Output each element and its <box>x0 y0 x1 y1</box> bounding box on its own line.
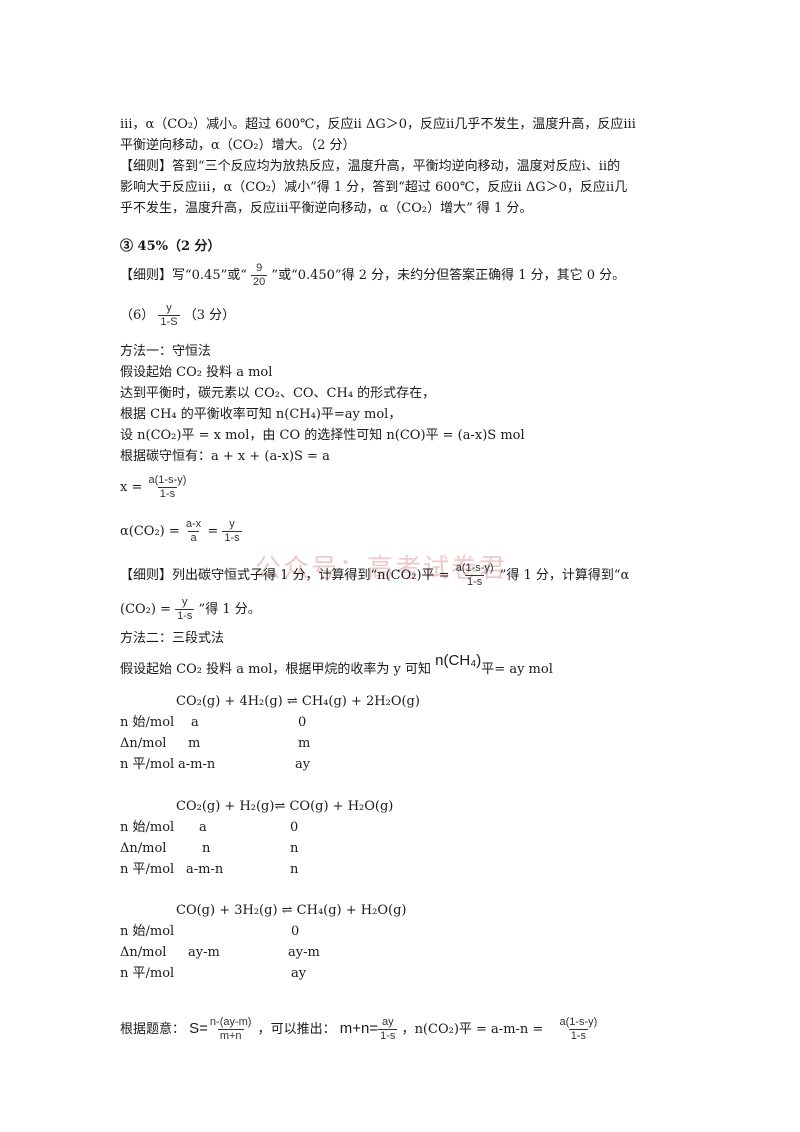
text: ，n(CO₂)平 = a-m-n = <box>401 1022 544 1037</box>
reaction-equation-1: CO₂(g) + 4H₂(g) ⇌ CH₄(g) + 2H₂O(g) <box>176 694 420 709</box>
method-title: 方法二：三段式法 <box>120 631 225 646</box>
equation-x: x = a(1-s-y)1-s <box>120 474 188 501</box>
rubric-text: ”得 1 分。 <box>198 602 261 617</box>
fraction: n-(ay-m)m+n <box>209 1016 252 1042</box>
text-line: 假设起始 CO₂ 投料 a mol，根据甲烷的收率为 y 可知 n(CH₄)平=… <box>120 652 553 679</box>
method-title: 方法一：守恒法 <box>120 344 212 359</box>
text-line: 影响大于反应ⅲ，α（CO₂）减小”得 1 分，答到“超过 600℃，反应ⅱ ΔG… <box>120 180 628 195</box>
row-label: n 平/mol <box>120 966 175 981</box>
row-label: Δn/mol <box>120 736 167 751</box>
cell: ay-m <box>188 945 220 960</box>
equation-text: α(CO₂) = <box>120 524 180 539</box>
rubric-text: 【细则】列出碳守恒式子得 1 分，计算得到“n(CO₂)平 = <box>120 568 450 583</box>
cell: ay <box>295 757 311 772</box>
text-line: 达到平衡时，碳元素以 CO₂、CO、CH₄ 的形式存在， <box>120 386 436 401</box>
text: ，可以推出： <box>257 1022 336 1037</box>
fraction: a(1-s-y)1-s <box>148 474 187 500</box>
text: 平= ay mol <box>481 662 553 677</box>
fraction: a(1-s-y)1-s <box>559 1016 598 1042</box>
rubric-text: (CO₂) = <box>120 602 171 617</box>
rubric-text: 【细则】写“0.45”或“ <box>120 268 247 283</box>
s-symbol: S= <box>189 1020 208 1037</box>
fraction: a(1-s-y)1-s <box>455 562 494 588</box>
cell: n <box>290 862 299 877</box>
text-line: 假设起始 CO₂ 投料 a mol <box>120 365 273 380</box>
row-label: n 始/mol <box>120 820 175 835</box>
cell: a <box>191 715 199 730</box>
text-line: 乎不发生，温度升高，反应ⅲ平衡逆向移动，α（CO₂）增大” 得 1 分。 <box>120 201 533 216</box>
text-line: 平衡逆向移动，α（CO₂）增大。（2 分） <box>120 138 356 153</box>
text-line: 根据碳守恒有：a + x + (a-x)S = a <box>120 449 330 464</box>
mn-symbol: m+n= <box>339 1020 379 1037</box>
equation-text: x = <box>120 480 143 495</box>
reaction-equation-3: CO(g) + 3H₂(g) ⇌ CH₄(g) + H₂O(g) <box>176 903 407 918</box>
cell: 0 <box>291 924 300 939</box>
cell: a-m-n <box>178 757 216 772</box>
score: （3 分） <box>183 308 236 323</box>
cell: a-m-n <box>186 862 224 877</box>
cell: 0 <box>298 715 307 730</box>
rubric-text: ”或“0.450”得 2 分，未约分但答案正确得 1 分，其它 0 分。 <box>271 268 626 283</box>
row-label: n 平/mol <box>120 862 175 877</box>
cell: m <box>188 736 201 751</box>
cell: ay-m <box>288 945 320 960</box>
row-label: Δn/mol <box>120 841 167 856</box>
cell: a <box>199 820 207 835</box>
text-line: 根据 CH₄ 的平衡收率可知 n(CH₄)平=ay mol， <box>120 407 402 422</box>
cell: 0 <box>290 820 299 835</box>
row-label: n 始/mol <box>120 715 175 730</box>
rubric-line: 【细则】列出碳守恒式子得 1 分，计算得到“n(CO₂)平 = a(1-s-y)… <box>120 562 629 589</box>
watermark: 公众号：高考试卷君 <box>255 554 508 584</box>
reaction-equation-2: CO₂(g) + H₂(g)⇌ CO(g) + H₂O(g) <box>176 799 394 814</box>
row-label: n 始/mol <box>120 924 175 939</box>
cell: m <box>298 736 311 751</box>
cell: ay <box>291 966 307 981</box>
cell: n <box>202 841 211 856</box>
text-line: ⅲ，α（CO₂）减小。超过 600℃，反应ⅱ ΔG＞0，反应ⅱ几乎不发生，温度升… <box>120 117 636 132</box>
text: 假设起始 CO₂ 投料 a mol，根据甲烷的收率为 y 可知 <box>120 662 432 677</box>
equals: = <box>207 524 219 539</box>
answer-line: ③ 45%（2 分） <box>120 239 221 254</box>
ch4-symbol: n(CH₄) <box>435 652 482 669</box>
text: 根据题意： <box>120 1022 186 1037</box>
item-number: （6） <box>120 308 155 323</box>
rubric-text: ”得 1 分，计算得到“α <box>499 568 630 583</box>
cell: n <box>290 841 299 856</box>
rubric-line: 【细则】答到“三个反应均为放热反应，温度升高，平衡均逆向移动，温度对反应ⅰ、ⅱ的 <box>120 159 621 174</box>
text-line: 设 n(CO₂)平 = x mol，由 CO 的选择性可知 n(CO)平 = (… <box>120 428 525 443</box>
row-label: n 平/mol <box>120 757 175 772</box>
row-label: Δn/mol <box>120 945 167 960</box>
